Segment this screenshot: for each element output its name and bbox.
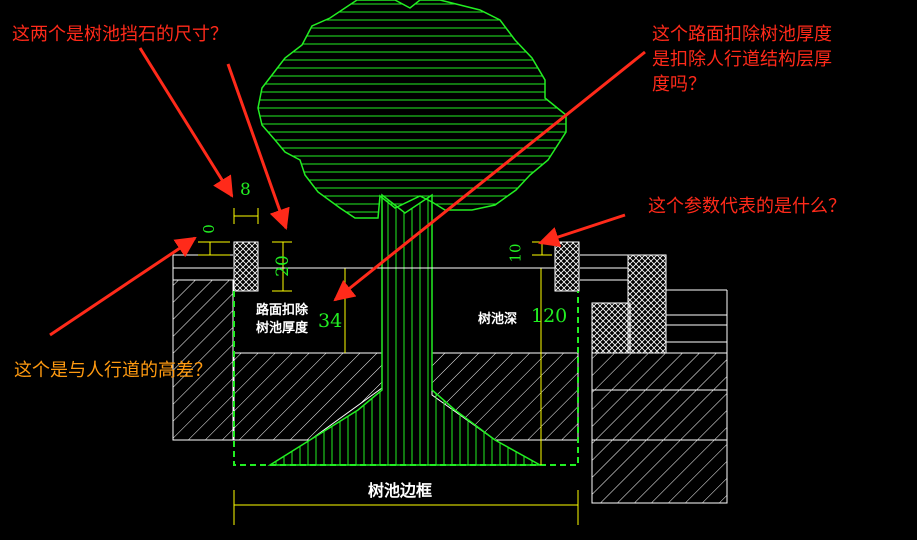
dimension-right-offset: 10 (506, 243, 525, 263)
label-pavement-deduction: 路面扣除 树池厚度 (256, 302, 308, 338)
annotation-line: 这个路面扣除树池厚度 (652, 24, 832, 45)
label-pit-depth: 树池深 (478, 312, 518, 327)
label-line: 树池厚度 (256, 321, 309, 336)
annotation-line: 是扣除人行道结构层厚 (652, 49, 832, 70)
dimension-pit-depth: 120 (531, 305, 568, 327)
annotation-arrows (49, 47, 646, 337)
pit-frame-outline (233, 291, 579, 466)
left-retaining-stone (233, 241, 259, 292)
right-retaining-stone (554, 241, 580, 292)
annotation-height-diff: 这个是与人行道的高差？ (14, 360, 212, 381)
annotation-parameter: 这个参数代表的是什么？ (648, 196, 846, 217)
dimension-pavement-deduction: 34 (318, 310, 343, 332)
annotation-line: 度吗？ (652, 74, 706, 95)
tree-canopy (257, 0, 567, 219)
dimension-left-offset: 0 (199, 224, 218, 234)
annotation-retaining-stone: 这两个是树池挡石的尺寸？ (12, 24, 228, 45)
annotation-pavement-deduction: 这个路面扣除树池厚度 是扣除人行道结构层厚 度吗？ (652, 22, 832, 97)
label-pit-frame: 树池边框 (368, 481, 433, 500)
left-pavement-structure (172, 254, 234, 441)
dimension-stone-width: 8 (240, 180, 251, 200)
label-line: 路面扣除 (256, 303, 309, 318)
right-pavement-structure (580, 254, 728, 504)
tree-trunk (267, 193, 543, 466)
dimension-stone-height: 20 (272, 255, 293, 277)
